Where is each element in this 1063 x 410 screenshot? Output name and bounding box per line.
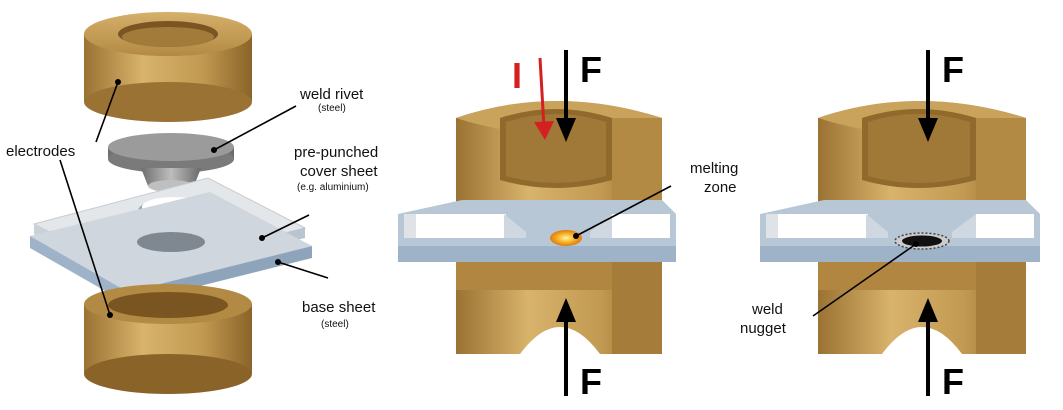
force-label-bottom-3: F (942, 361, 964, 402)
label-cover-sheet-material: (e.g. aluminium) (297, 182, 369, 193)
leader-dots-panel-1 (107, 79, 281, 318)
top-electrode (84, 12, 252, 122)
bottom-electrode-section-2 (456, 262, 662, 354)
leader-weld-nugget (812, 243, 917, 317)
label-cover-sheet-line-2: cover sheet (300, 163, 378, 180)
force-arrow-top-3 (918, 50, 938, 142)
bottom-electrode (84, 284, 252, 394)
leader-dot-weld-nugget (913, 241, 919, 247)
force-arrow-bottom-2 (556, 298, 576, 396)
bottom-electrode-section-3 (818, 262, 1026, 354)
weld-nugget-shape (894, 232, 950, 250)
leader-melting-zone (575, 185, 672, 237)
label-weld-rivet-material: (steel) (318, 103, 346, 114)
label-nugget-line-2: nugget (740, 320, 787, 337)
label-melting-line-2: zone (704, 179, 737, 196)
force-arrow-bottom-3 (918, 298, 938, 396)
weld-rivet (108, 133, 234, 192)
top-electrode-section-2 (456, 101, 662, 208)
panel-weld-nugget: weld nugget F F (740, 49, 1040, 402)
sheets-section-2 (398, 200, 676, 262)
sheets-section-3 (760, 200, 1040, 262)
label-cover-sheet-line-1: pre-punched (294, 144, 378, 161)
leader-lines-panel-1 (59, 81, 329, 316)
current-arrow (534, 57, 554, 140)
label-base-sheet-material: (steel) (321, 319, 349, 330)
label-melting-line-1: melting (690, 160, 738, 177)
force-label-top-3: F (942, 49, 964, 90)
top-electrode-section-3 (818, 101, 1026, 208)
force-label-bottom-2: F (580, 361, 602, 402)
label-nugget-line-1: weld (751, 301, 783, 318)
panel-melting: melting zone I F F (398, 49, 738, 402)
label-weld-rivet: weld rivet (299, 86, 364, 103)
force-label-top-2: F (580, 49, 602, 90)
force-arrow-top-2 (556, 50, 576, 142)
label-electrodes: electrodes (6, 143, 75, 160)
current-symbol-I: I (512, 55, 522, 96)
leader-dot-melting-zone (573, 233, 579, 239)
panel-exploded-view: electrodes weld rivet (steel) pre-punche… (6, 12, 378, 394)
label-base-sheet: base sheet (302, 299, 376, 316)
